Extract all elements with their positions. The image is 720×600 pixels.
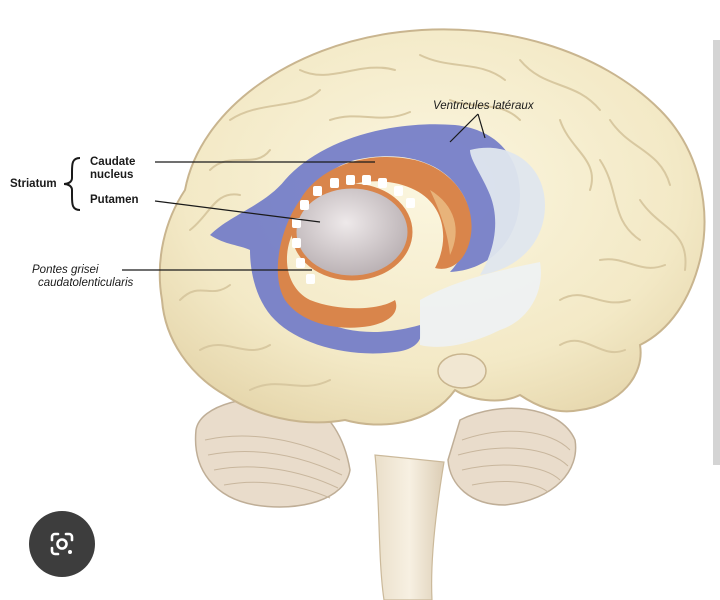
pontes-label: Pontes grisei caudatolenticularis <box>32 264 133 290</box>
google-lens-icon <box>46 528 78 560</box>
putamen-label: Putamen <box>90 194 139 207</box>
pituitary <box>438 354 486 388</box>
caudate-label-line2: nucleus <box>90 169 135 182</box>
striatum-brace <box>64 158 80 210</box>
ventricules-label: Ventricules latéraux <box>433 100 534 113</box>
google-lens-button[interactable] <box>29 511 95 577</box>
caudate-label: Caudate nucleus <box>90 156 135 182</box>
pontes-label-line1: Pontes grisei <box>32 264 133 277</box>
caudate-label-line1: Caudate <box>90 156 135 169</box>
pontes-label-line2: caudatolenticularis <box>32 277 133 290</box>
striatum-label: Striatum <box>10 178 57 191</box>
brainstem <box>375 455 444 600</box>
putamen <box>294 186 410 278</box>
scrollbar[interactable] <box>713 40 720 465</box>
